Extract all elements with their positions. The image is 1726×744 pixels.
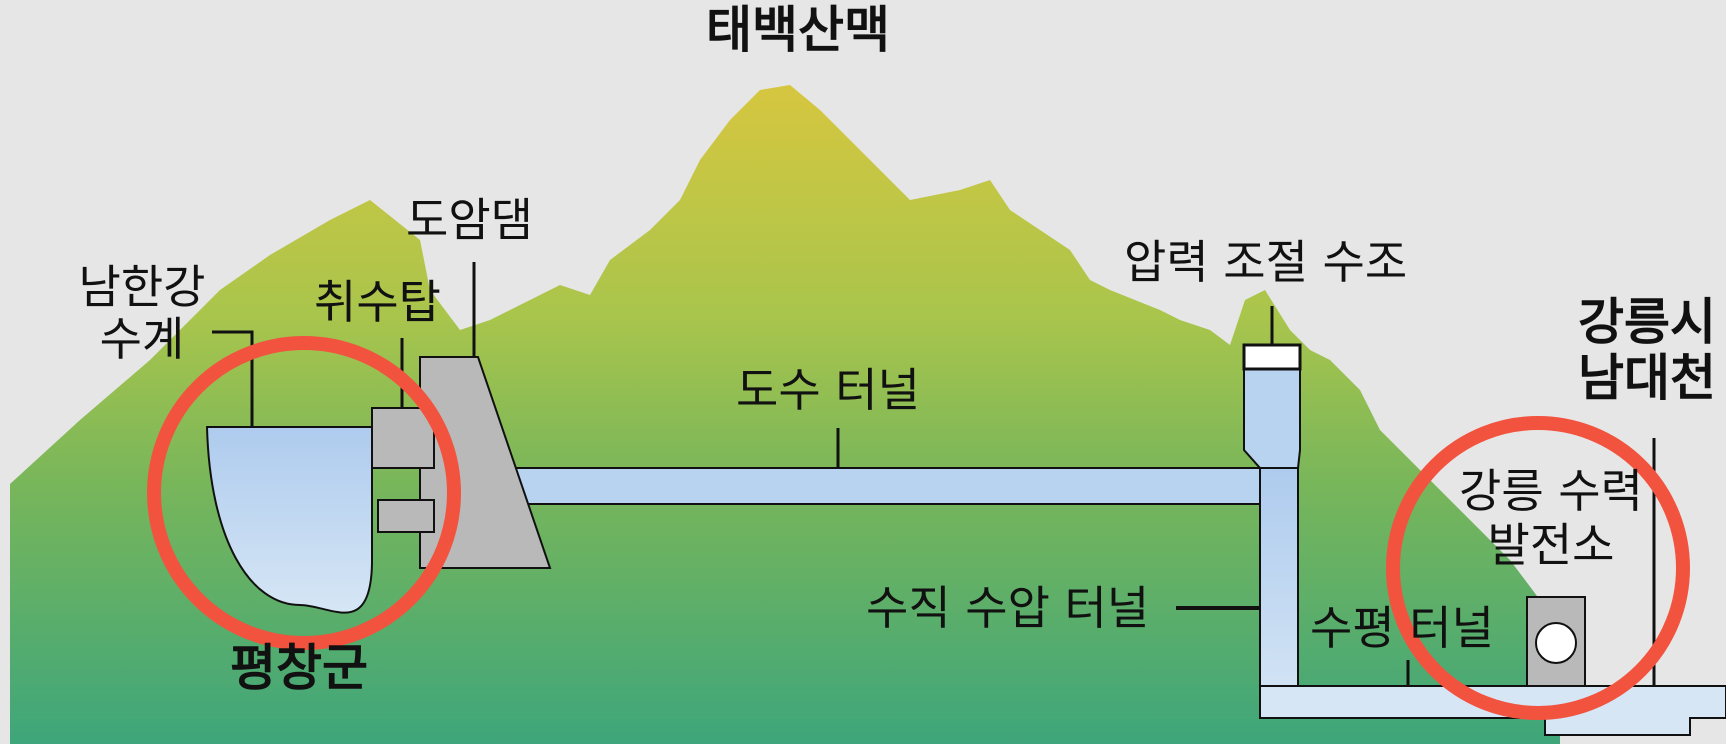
turbine-icon — [1535, 622, 1577, 664]
city-line-1: 강릉시 — [1578, 293, 1716, 351]
intake-tower-shape — [371, 407, 435, 469]
surge-tank-label: 압력 조절 수조 — [1124, 235, 1408, 289]
mountain-range-shape — [10, 85, 1560, 744]
power-plant-line-2: 발전소 — [1487, 518, 1615, 573]
river-system-pointer — [212, 330, 254, 427]
dam-label: 도암댐 — [406, 193, 533, 247]
highlight-circle-reservoir — [147, 336, 461, 650]
city-line-2: 남대천 — [1578, 349, 1716, 407]
headrace-tunnel-label: 도수 터널 — [736, 363, 920, 417]
intake-tower-label: 취수탑 — [314, 275, 441, 329]
headrace-tunnel-shape — [439, 467, 1261, 505]
city-label: 강릉시 남대천 — [1578, 294, 1716, 406]
surge-tank-cap — [1242, 343, 1302, 371]
highlight-circle-power-plant — [1386, 416, 1690, 720]
power-plant-line-1: 강릉 수력 — [1459, 464, 1643, 518]
horizontal-tunnel-label: 수평 터널 — [1310, 601, 1494, 655]
river-system-line-1: 남한강 — [78, 260, 206, 314]
reservoir-shape — [205, 426, 373, 614]
power-plant-label: 강릉 수력 발전소 — [1446, 464, 1656, 573]
river-system-line-2: 수계 — [99, 311, 185, 366]
intake-tower-gate — [377, 499, 435, 533]
vertical-tunnel-shape — [1259, 467, 1299, 719]
mountain-range-label: 태백산맥 — [706, 1, 890, 59]
county-label: 평창군 — [230, 639, 368, 697]
river-system-label: 남한강 수계 — [72, 260, 212, 366]
vertical-tunnel-label: 수직 수압 터널 — [866, 581, 1150, 635]
